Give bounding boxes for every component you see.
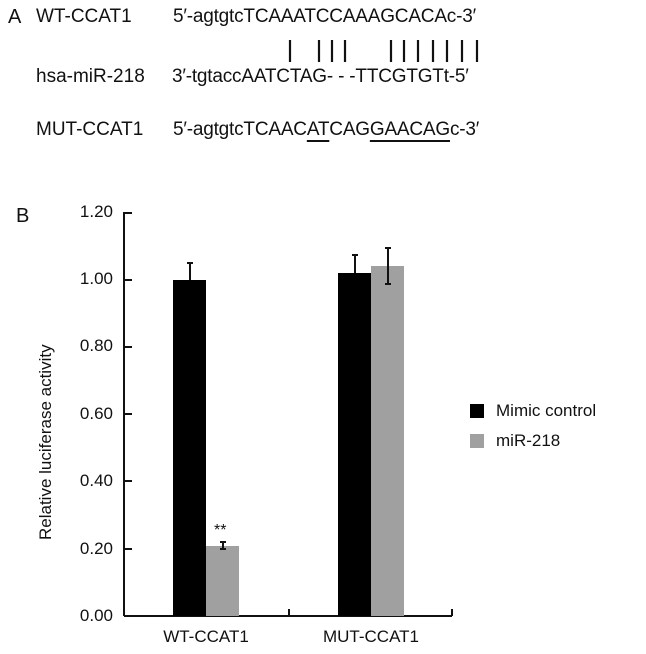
y-tick-label: 1.00 [79,269,113,288]
y-tick-label: 1.20 [79,202,113,221]
legend-item-mimic-control: Mimic control [470,401,596,421]
mut-ccat1-label: MUT-CCAT1 [36,119,144,140]
panel-b-letter: B [16,205,30,227]
significance-marker: ** [214,522,227,539]
y-tick-label: 0.60 [79,404,113,423]
y-tick-label: 0.20 [79,539,113,558]
mir218-sequence: 3′-tgtaccAATCTAG- - -TTCGTGTt-5′ [172,66,469,87]
y-tick-label: 0.80 [79,336,113,355]
x-category-label: WT-CCAT1 [163,627,249,646]
legend-swatch-black [470,404,484,418]
legend: Mimic control miR-218 [470,401,596,451]
x-category-label: MUT-CCAT1 [322,627,419,646]
mir218-label: hsa-miR-218 [36,66,145,87]
panel-a-letter: A [8,6,22,28]
bar-wt-mir218 [206,546,239,616]
legend-item-mir218: miR-218 [470,431,596,451]
bar-wt-mimic-control [173,280,206,616]
mutated-site-2: GAACAG [369,119,450,140]
wt-ccat1-sequence: 5′-agtgtcTCAAATCCAAAGCACAc-3′ [173,6,476,27]
y-tick-label: 0.00 [79,606,113,625]
mut-ccat1-sequence: 5′-agtgtcTCAACATCAGGAACAGc-3′ [173,119,480,140]
legend-swatch-gray [470,434,484,448]
bar-mut-mir218 [371,266,404,616]
mutated-site-1: AT [306,119,330,140]
bar-mut-mimic-control [338,273,371,616]
wt-ccat1-label: WT-CCAT1 [36,6,132,27]
y-tick-label: 0.40 [79,471,113,490]
